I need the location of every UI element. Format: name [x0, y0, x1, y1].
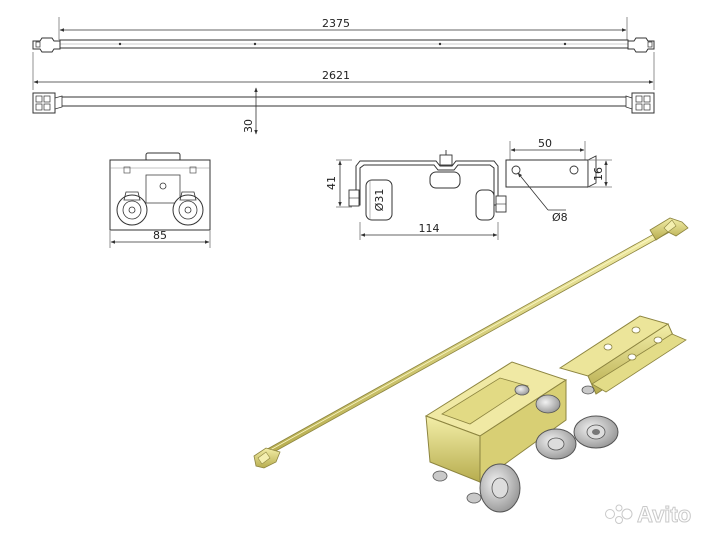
dim-label-rail-inner: 2375: [322, 17, 350, 30]
dim-label-bracket-width: 50: [538, 137, 552, 150]
dim-label-side-height: 41: [325, 176, 338, 190]
rail-top-view: 2375: [32, 17, 655, 53]
dim-label-rail-total: 2621: [322, 69, 350, 82]
carriage-3d-render: [424, 315, 687, 513]
dim-label-front-width: 85: [153, 229, 167, 242]
rail-side-view: 30: [32, 87, 655, 135]
bracket-view: 50 16 Ø8: [505, 137, 612, 224]
dim-label-hole-dia: Ø8: [552, 211, 568, 224]
dim-label-rail-height: 30: [242, 119, 255, 133]
dim-label-side-length: 114: [419, 222, 440, 235]
watermark-logo-icon: [605, 504, 633, 524]
rail-3d-render: [253, 217, 689, 469]
dim-label-bracket-height: 16: [592, 167, 605, 181]
watermark-text: Avito: [637, 502, 691, 527]
carriage-side-view: 41 Ø31 114: [325, 150, 507, 240]
dim-label-wheel-dia: Ø31: [373, 189, 386, 212]
watermark: Avito: [605, 502, 692, 528]
carriage-front-view: 85: [109, 152, 211, 248]
rail-total-dimension: 2621: [32, 52, 655, 90]
